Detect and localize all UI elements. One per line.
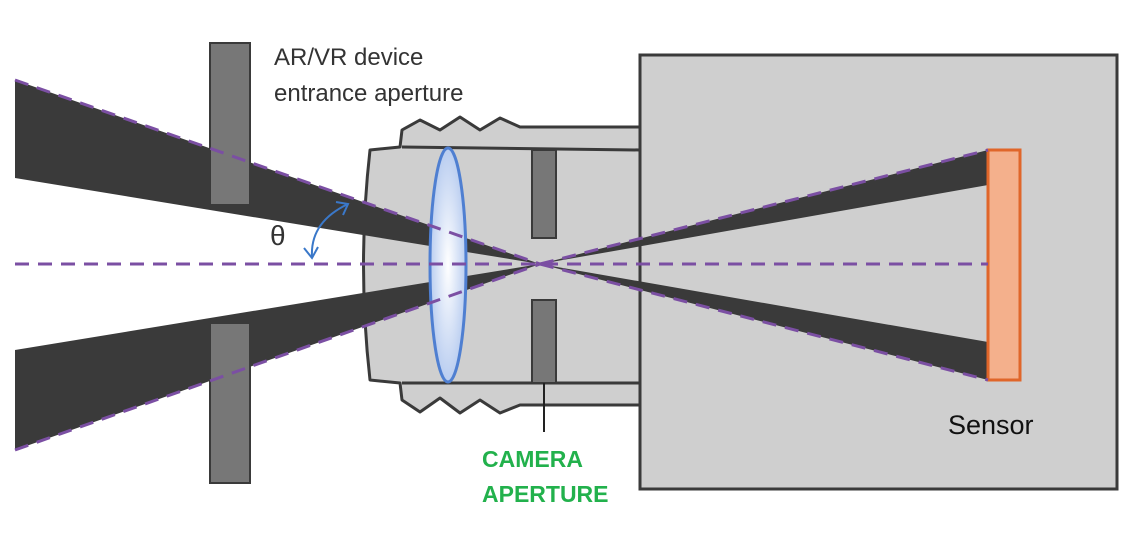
chief-ray-lower-right [539, 262, 989, 382]
camera-aperture-label-line1: CAMERA [482, 446, 583, 472]
chief-ray-upper-left [14, 78, 541, 266]
device-aperture-label-line1: AR/VR device [274, 44, 423, 71]
device-aperture-blade-bottom [209, 322, 251, 484]
camera-aperture-blade-top [531, 149, 557, 239]
angle-arrowhead-top [335, 201, 350, 216]
chief-ray-upper-right [539, 148, 989, 266]
sensor [986, 148, 1022, 382]
barrel-inner-line-top [401, 145, 641, 152]
device-aperture-label-line2: entrance aperture [274, 80, 463, 107]
angle-arc [310, 203, 349, 258]
camera-aperture-label-line2: APERTURE [482, 481, 609, 507]
sensor-label: Sensor [948, 410, 1034, 440]
angle-arrowhead-bottom [303, 246, 319, 260]
chief-ray-lower-left [14, 262, 541, 452]
theta-label: θ [270, 220, 286, 251]
camera-body [638, 53, 1119, 491]
device-aperture-blade-top [209, 42, 251, 206]
camera-aperture-blade-bottom [531, 299, 557, 384]
